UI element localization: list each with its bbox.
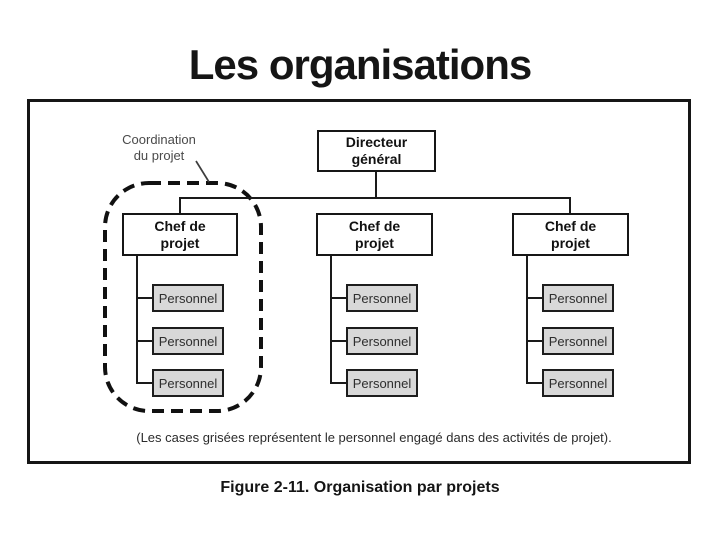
spine-col1 <box>136 256 138 384</box>
node-chef-projet-2: Chef de projet <box>316 213 433 256</box>
node-chef1-line2: projet <box>160 234 200 251</box>
connector-drop-col1 <box>179 197 181 214</box>
node-personnel-3-2: Personnel <box>542 327 614 355</box>
connector-drop-col3 <box>569 197 571 214</box>
stub-col3-row3 <box>526 382 542 384</box>
node-chef3-line1: Chef de <box>544 217 597 234</box>
node-personnel-1-2: Personnel <box>152 327 224 355</box>
stub-col3-row1 <box>526 297 542 299</box>
node-chef1-line1: Chef de <box>154 217 206 234</box>
node-directeur-general: Directeur général <box>317 130 436 172</box>
node-chef-projet-1: Chef de projet <box>122 213 238 256</box>
connector-root-drop <box>375 172 377 198</box>
coordination-label-line2: du projet <box>133 147 185 163</box>
coordination-label: Coordination du projet <box>98 132 220 163</box>
node-chef2-line1: Chef de <box>348 217 401 234</box>
node-directeur-line1: Directeur <box>345 134 408 151</box>
node-personnel-1-1: Personnel <box>152 284 224 312</box>
node-personnel-3-1: Personnel <box>542 284 614 312</box>
spine-col3 <box>526 255 528 384</box>
stub-col1-row1 <box>136 297 152 299</box>
connector-horizontal <box>179 197 571 199</box>
figure-caption: Figure 2-11. Organisation par projets <box>220 479 500 496</box>
node-chef3-line2: projet <box>551 234 590 251</box>
node-personnel-2-2: Personnel <box>346 327 418 355</box>
node-personnel-1-3: Personnel <box>152 369 224 397</box>
stub-col2-row3 <box>330 382 346 384</box>
stub-col2-row1 <box>330 297 346 299</box>
node-chef-projet-3: Chef de projet <box>512 213 629 256</box>
node-personnel-2-3: Personnel <box>346 369 418 397</box>
stub-col3-row2 <box>526 340 542 342</box>
stub-col2-row2 <box>330 340 346 342</box>
figure-note: (Les cases grisées représentent le perso… <box>136 430 612 445</box>
spine-col2 <box>330 256 332 384</box>
stub-col1-row2 <box>136 340 152 342</box>
node-directeur-line2: général <box>351 151 402 167</box>
coordination-label-line1: Coordination <box>122 132 196 147</box>
node-personnel-2-1: Personnel <box>346 284 418 312</box>
node-personnel-3-3: Personnel <box>542 369 614 397</box>
stub-col1-row3 <box>136 382 152 384</box>
node-chef2-line2: projet <box>355 234 394 251</box>
slide-title: Les organisations <box>188 41 532 88</box>
